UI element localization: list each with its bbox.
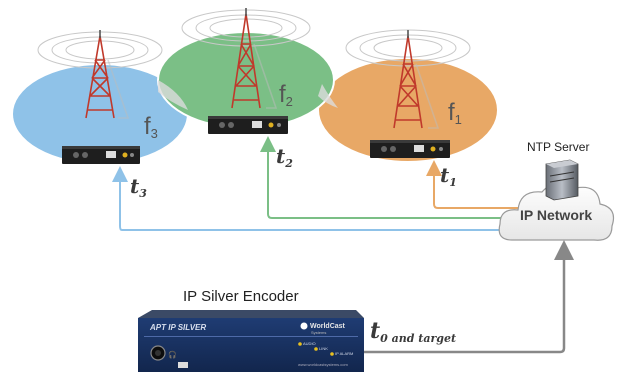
svg-text:🎧: 🎧 — [168, 350, 177, 359]
transmitter-tower-icon — [393, 30, 440, 129]
encoder-led-label-link: LINK — [319, 346, 328, 351]
time-label-t0-and-target: t0 and target — [370, 318, 457, 345]
encoder-brand: WorldCast — [310, 323, 346, 330]
time-label-t3: t3 — [130, 174, 147, 200]
overlap-f2-f1 — [318, 84, 338, 108]
link-to-decoder-f1 — [426, 160, 520, 209]
ntp-server-label: NTP Server — [527, 140, 590, 154]
link-to-decoder-f3 — [112, 166, 520, 231]
link-encoder-to-network — [362, 240, 574, 354]
decoder-unit-f1 — [370, 140, 450, 158]
time-label-t1: t1 — [440, 163, 457, 189]
overlap-f3-f2 — [158, 80, 188, 110]
coverage-cell-f1 — [317, 57, 499, 163]
cell-label-f2: f2 — [279, 81, 293, 109]
ip-silver-encoder-device: 🎧 — [138, 310, 364, 372]
ip-network-label: IP Network — [520, 207, 593, 223]
cell-label-f3: f3 — [144, 113, 158, 141]
link-to-decoder-f2 — [260, 136, 520, 219]
encoder-url: www.worldcastsystems.com — [298, 362, 348, 367]
radio-waves-icon — [37, 9, 471, 69]
transmitter-tower-icon — [231, 8, 278, 109]
encoder-brand-sub: Systems — [311, 330, 326, 335]
ntp-server-icon — [545, 159, 579, 201]
encoder-led-label-ip-alarm: IP ALARM — [335, 351, 353, 356]
decoder-unit-f2 — [208, 116, 288, 134]
transmitter-tower-icon — [85, 30, 130, 119]
encoder-panel-title: APT IP SILVER — [149, 323, 206, 332]
encoder-led-label-audio: AUDIO — [303, 341, 316, 346]
time-label-t2: t2 — [276, 144, 293, 170]
decoder-unit-f3 — [62, 146, 140, 164]
cell-label-f1: f1 — [448, 99, 462, 127]
encoder-caption: IP Silver Encoder — [183, 288, 299, 305]
